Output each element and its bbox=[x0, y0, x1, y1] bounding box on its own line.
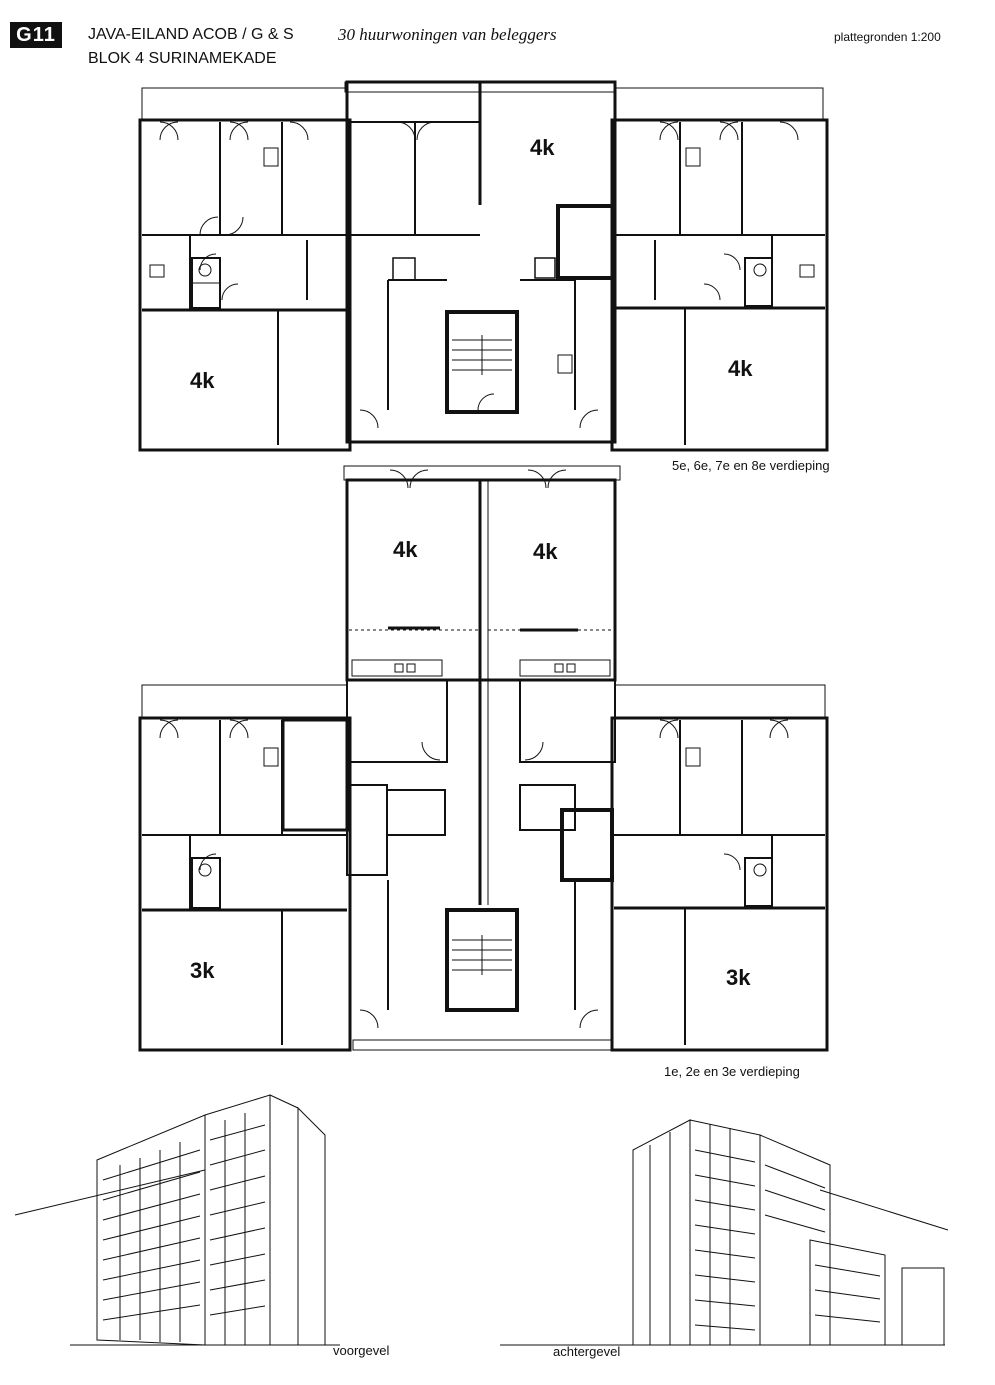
project-block: BLOK 4 SURINAMEKADE bbox=[88, 50, 277, 67]
upper-unit-label-center: 4k bbox=[530, 135, 555, 160]
upper-unit-label-right: 4k bbox=[728, 356, 753, 381]
upper-unit-label-left: 4k bbox=[190, 368, 215, 393]
back-elevation bbox=[500, 1119, 949, 1346]
sheet-code: G11 bbox=[10, 22, 62, 48]
lower-unit-label-tower-right: 4k bbox=[533, 539, 558, 564]
lower-unit-label-tower-left: 4k bbox=[393, 537, 418, 562]
project-subtitle: 30 huurwoningen van beleggers bbox=[338, 25, 557, 44]
lower-floor-plan bbox=[138, 465, 829, 1052]
lower-unit-label-left: 3k bbox=[190, 958, 215, 983]
project-title: JAVA-EILAND ACOB / G & S bbox=[88, 26, 294, 43]
back-elevation-label: achtergevel bbox=[553, 1344, 621, 1359]
lower-plan-caption: 1e, 2e en 3e verdieping bbox=[664, 1064, 800, 1079]
scale-label: plattegronden 1:200 bbox=[834, 30, 941, 44]
lower-unit-label-right: 3k bbox=[726, 965, 751, 990]
front-elevation bbox=[14, 1094, 340, 1346]
front-elevation-label: voorgevel bbox=[333, 1343, 390, 1358]
upper-plan-caption: 5e, 6e, 7e en 8e verdieping bbox=[672, 458, 830, 473]
upper-floor-plan bbox=[138, 80, 829, 452]
